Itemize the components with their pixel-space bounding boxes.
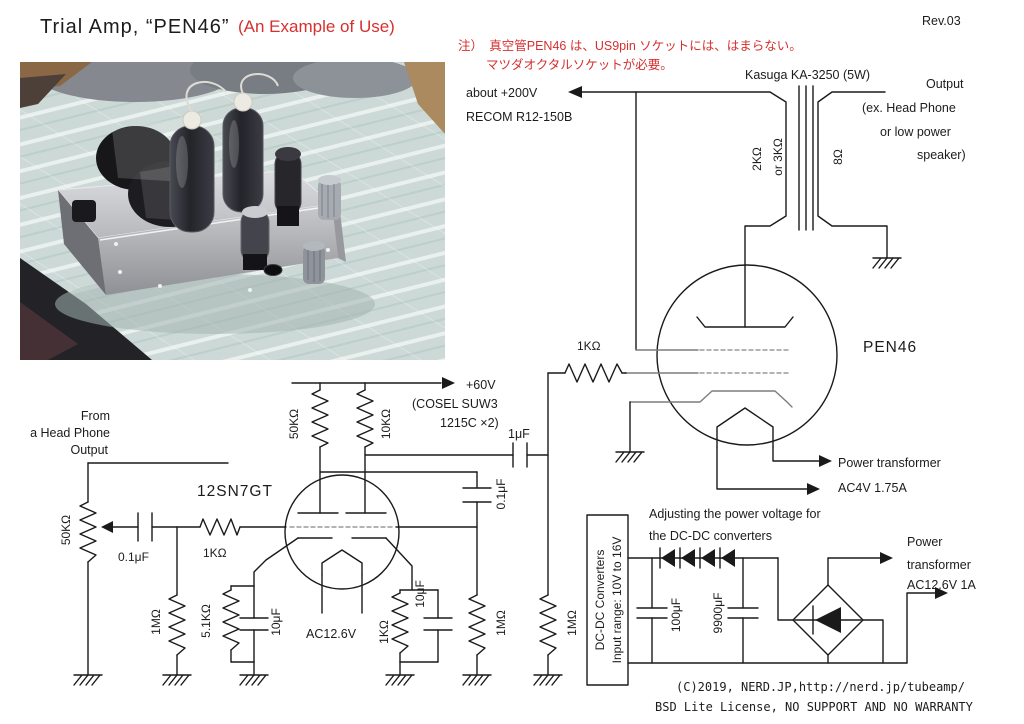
dcdc-cap2-label: 9900μF	[711, 593, 725, 634]
anode-cap-2	[233, 92, 253, 112]
page-title: Trial Amp, “PEN46”	[40, 16, 230, 38]
anode-cap-1	[182, 110, 202, 130]
output-transformer	[798, 85, 902, 269]
dcdc-box-line2: Input range: 10V to 16V	[610, 537, 624, 664]
revision-label: Rev.03	[922, 14, 961, 28]
wiring	[73, 85, 948, 686]
screw	[118, 270, 122, 274]
power-tube-2	[222, 107, 264, 213]
cath-r2-label: 1KΩ	[377, 620, 391, 644]
amp-photo	[20, 62, 445, 360]
leak1-label: 1MΩ	[494, 610, 508, 636]
dcdc-box-line1: DC-DC Converters	[593, 550, 607, 651]
input-series-r-label: 1KΩ	[203, 546, 227, 560]
cath-c2-label: 10μF	[413, 580, 427, 608]
input-src-1: From	[81, 409, 110, 423]
transformer-model-label: Kasuga KA-3250 (5W)	[745, 68, 870, 82]
dcdc-note-1: Adjusting the power voltage for	[649, 507, 821, 521]
copyright-line: (C)2019, NERD.JP,http://nerd.jp/tubeamp/	[676, 680, 965, 694]
dcdc-out-2: transformer	[907, 558, 971, 572]
note-line2: マツダオクタルソケットが必要。	[486, 57, 673, 72]
volume-pot-label: 50KΩ	[59, 515, 73, 545]
input-cap-label: 0.1μF	[118, 550, 149, 564]
gray-cloth	[35, 62, 235, 102]
dcdc-note-2: the DC-DC converters	[649, 529, 772, 543]
pen46-tube	[615, 264, 838, 495]
input-grid-leak-label: 1MΩ	[149, 609, 163, 635]
sn7-plate-r1-label: 50KΩ	[287, 409, 301, 439]
page-subtitle: (An Example of Use)	[238, 17, 395, 36]
coupling-cap-1uf	[364, 442, 549, 468]
coupling-cap-label: 1μF	[508, 427, 530, 441]
sn7-name-label: 12SN7GT	[197, 483, 273, 500]
primary-impedance-2: or 3KΩ	[771, 138, 785, 176]
license-line: BSD Lite License, NO SUPPORT AND NO WARR…	[655, 700, 974, 714]
cathode-network-2	[385, 589, 453, 686]
recom-label: RECOM R12-150B	[466, 110, 572, 124]
cosel-label-2: 1215C ×2)	[440, 416, 499, 430]
cath-c1-label: 10μF	[269, 608, 283, 636]
pen46-grid-r-label: 1KΩ	[577, 339, 601, 353]
sn7-tube	[253, 474, 413, 614]
primary-impedance-1: 2KΩ	[750, 147, 764, 171]
power-inlet	[72, 200, 96, 222]
dcdc-out-1: Power	[907, 535, 942, 549]
dcdc-cap1-label: 100μF	[669, 598, 683, 632]
pen46-name-label: PEN46	[863, 339, 917, 356]
output-desc-1: (ex. Head Phone	[862, 101, 956, 115]
b60-rail	[291, 377, 455, 514]
input-src-3: Output	[70, 443, 108, 457]
secondary-impedance: 8Ω	[831, 149, 845, 165]
sn7-heater-label: AC12.6V	[306, 627, 357, 641]
sn7-plate-r2-label: 10KΩ	[379, 409, 393, 439]
b60-label: +60V	[466, 378, 496, 392]
cathode-network-1	[222, 585, 269, 686]
b200-rail	[568, 86, 787, 351]
output-label: Output	[926, 77, 964, 91]
power-tube-1	[169, 125, 215, 233]
small-tube-1	[274, 151, 302, 215]
dcdc-section	[586, 514, 908, 686]
pen46-heater-label-1: Power transformer	[838, 456, 941, 470]
pen46-grid-network	[533, 363, 627, 686]
cath-r1-label: 5.1KΩ	[199, 604, 213, 638]
pen46-heater-label-2: AC4V 1.75A	[838, 481, 907, 495]
leak2-label: 1MΩ	[565, 610, 579, 636]
fb-cap-label: 0.1μF	[494, 479, 508, 510]
b200-label: about +200V	[466, 86, 538, 100]
bridge-rectifier	[792, 552, 948, 664]
anode-wire-2	[240, 73, 279, 95]
cosel-label-1: (COSEL SUW3	[412, 397, 498, 411]
anode-wire-1	[185, 80, 227, 113]
schematic-labels: about +200V RECOM R12-150B Kasuga KA-325…	[30, 68, 976, 714]
input-src-2: a Head Phone	[30, 426, 110, 440]
amp-parts	[72, 73, 341, 292]
output-desc-3: speaker)	[917, 148, 966, 162]
knurled-can-1	[318, 175, 341, 220]
dcdc-out-3: AC12.6V 1A	[907, 578, 976, 592]
output-desc-2: or low power	[880, 125, 951, 139]
stage2-grid-network	[319, 471, 492, 686]
note-line1: 注） 真空管PEN46 は、US9pin ソケットには、はまらない。	[458, 38, 802, 53]
input-network	[73, 462, 287, 686]
knurled-can-2	[303, 241, 325, 284]
pillow-corner	[404, 62, 445, 134]
tube-socket	[263, 264, 283, 276]
